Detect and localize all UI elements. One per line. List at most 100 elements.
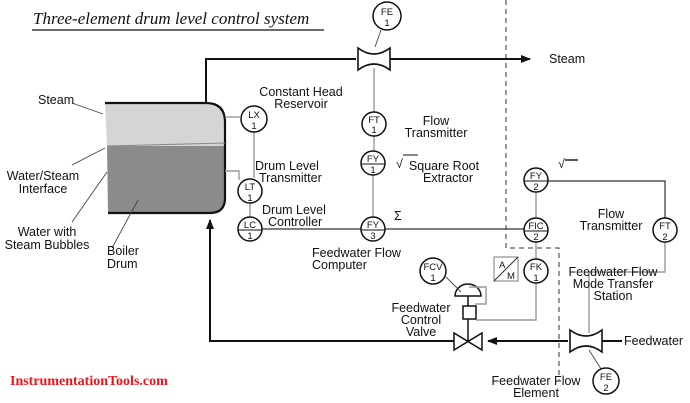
fe1-tag: FE bbox=[381, 7, 393, 18]
sig-fy2-ft2 bbox=[548, 180, 666, 219]
fy3-loop: 3 bbox=[370, 231, 375, 242]
mode-station-boundary bbox=[505, 0, 560, 380]
label-sqrt-2: Extractor bbox=[423, 171, 473, 185]
am-auto-label: A bbox=[499, 260, 506, 271]
instrument-ft1[interactable]: FT 1 bbox=[361, 111, 387, 137]
ft2-tag: FT bbox=[659, 221, 671, 232]
label-fe2-1: Feedwater Flow bbox=[492, 374, 582, 388]
fy2-tag: FY bbox=[530, 171, 543, 182]
lc1-loop: 1 bbox=[247, 231, 252, 242]
am-manual-label: M bbox=[507, 271, 515, 282]
label-mode-station-1: Feedwater Flow bbox=[569, 265, 659, 279]
label-bubbles-2: Steam Bubbles bbox=[5, 238, 90, 252]
boiler-drum bbox=[105, 101, 227, 215]
label-fw-computer-1: Feedwater Flow bbox=[312, 246, 402, 260]
fe1-leader bbox=[374, 29, 382, 48]
brand-watermark: InstrumentationTools.com bbox=[10, 374, 168, 389]
fy3-tag: FY bbox=[367, 220, 380, 231]
instrument-lt1[interactable]: LT 1 bbox=[237, 178, 263, 204]
diagram-title: Three-element drum level control system bbox=[33, 9, 309, 28]
lt1-tag: LT bbox=[245, 182, 256, 193]
ft1-tag: FT bbox=[368, 115, 380, 126]
label-drum-level-tx-2: Transmitter bbox=[259, 171, 322, 185]
label-drum-level-ctl-2: Controller bbox=[268, 215, 322, 229]
label-valve-1: Feedwater bbox=[391, 301, 450, 315]
lx1-loop: 1 bbox=[251, 121, 256, 132]
feedwater-control-valve-icon bbox=[453, 283, 483, 352]
fk1-tag: FK bbox=[530, 262, 543, 273]
label-sqrt-1: Square Root bbox=[409, 159, 480, 173]
label-fe2-2: Element bbox=[513, 386, 559, 400]
label-feedwater-in: Feedwater bbox=[624, 334, 683, 348]
fcv1-loop: 1 bbox=[430, 273, 435, 284]
label-fw-computer-2: Computer bbox=[312, 258, 367, 272]
label-interface-1: Water/Steam bbox=[7, 169, 79, 183]
label-valve-2: Control bbox=[401, 313, 441, 327]
fy2-sqrt-icon: √ bbox=[558, 157, 565, 171]
drum-leader bbox=[111, 199, 139, 249]
fic2-loop: 2 bbox=[533, 232, 538, 243]
fy2-loop: 2 bbox=[533, 182, 538, 193]
instrument-fy2[interactable]: FY 2 bbox=[523, 167, 549, 193]
fy3-sigma-icon: Σ bbox=[394, 209, 402, 223]
label-constant-head-1: Constant Head bbox=[259, 85, 342, 99]
label-flow-tx1-2: Transmitter bbox=[405, 126, 468, 140]
lt1-loop: 1 bbox=[247, 193, 252, 204]
label-drum-level-ctl-1: Drum Level bbox=[262, 203, 326, 217]
fe2-venturi-icon bbox=[569, 328, 603, 354]
label-steam: Steam bbox=[38, 93, 74, 107]
instrument-lx1[interactable]: LX 1 bbox=[240, 105, 268, 133]
sig-fk1-valve bbox=[476, 282, 537, 321]
instrument-fe2[interactable]: FE 2 bbox=[592, 367, 620, 395]
fe2-tag: FE bbox=[600, 372, 612, 383]
sig-fe2-ft2 bbox=[588, 241, 666, 333]
label-mode-station-3: Station bbox=[594, 289, 633, 303]
auto-manual-station[interactable]: A M bbox=[493, 256, 519, 282]
label-interface-2: Interface bbox=[19, 182, 68, 196]
steam-pipe bbox=[205, 58, 356, 103]
instrument-ft2[interactable]: FT 2 bbox=[652, 217, 678, 243]
label-valve-3: Valve bbox=[406, 325, 436, 339]
label-drum: Drum bbox=[107, 257, 138, 271]
fcv1-leader bbox=[445, 276, 462, 293]
steam-space bbox=[105, 103, 225, 146]
label-boiler: Boiler bbox=[107, 244, 139, 258]
fy1-tag: FY bbox=[367, 154, 380, 165]
bubbles-leader bbox=[71, 171, 108, 223]
label-flow-tx2-2: Transmitter bbox=[580, 219, 643, 233]
instrument-lc1[interactable]: LC 1 bbox=[237, 216, 263, 242]
instrument-fic2[interactable]: FIC 2 bbox=[523, 217, 549, 243]
fy1-loop: 1 bbox=[370, 165, 375, 176]
instrument-fy1[interactable]: FY 1 bbox=[360, 150, 386, 176]
label-bubbles-1: Water with bbox=[18, 225, 77, 239]
lc1-tag: LC bbox=[244, 220, 256, 231]
water-space bbox=[107, 146, 225, 213]
label-flow-tx1-1: Flow bbox=[423, 114, 450, 128]
ft1-loop: 1 bbox=[371, 125, 376, 136]
fe1-loop: 1 bbox=[384, 18, 389, 29]
label-constant-head-2: Reservoir bbox=[274, 97, 328, 111]
label-flow-tx2-1: Flow bbox=[598, 207, 625, 221]
label-mode-station-2: Mode Transfer bbox=[573, 277, 654, 291]
drum-outline bbox=[105, 101, 227, 215]
fk1-loop: 1 bbox=[533, 273, 538, 284]
instrument-fk1[interactable]: FK 1 bbox=[523, 258, 549, 284]
lx1-tag: LX bbox=[248, 110, 260, 121]
label-steam-out: Steam bbox=[549, 52, 585, 66]
sig-drum-lt1 bbox=[225, 170, 240, 180]
fe2-loop: 2 bbox=[603, 383, 608, 394]
fcv1-tag: FCV bbox=[424, 262, 444, 273]
fic2-tag: FIC bbox=[528, 221, 543, 232]
water-steam-interface-line bbox=[106, 142, 226, 147]
instrument-fcv1[interactable]: FCV 1 bbox=[419, 257, 447, 285]
interface-leader bbox=[71, 147, 106, 166]
steam-leader bbox=[71, 102, 104, 115]
instrument-fe1[interactable]: FE 1 bbox=[372, 1, 402, 31]
fy1-sqrt-icon: √ bbox=[396, 157, 403, 171]
sig-positioner-loop bbox=[469, 286, 487, 305]
ft2-loop: 2 bbox=[662, 232, 667, 243]
instrument-fy3[interactable]: FY 3 bbox=[360, 216, 386, 242]
label-drum-level-tx-1: Drum Level bbox=[255, 159, 319, 173]
fe1-venturi-icon bbox=[357, 46, 391, 72]
